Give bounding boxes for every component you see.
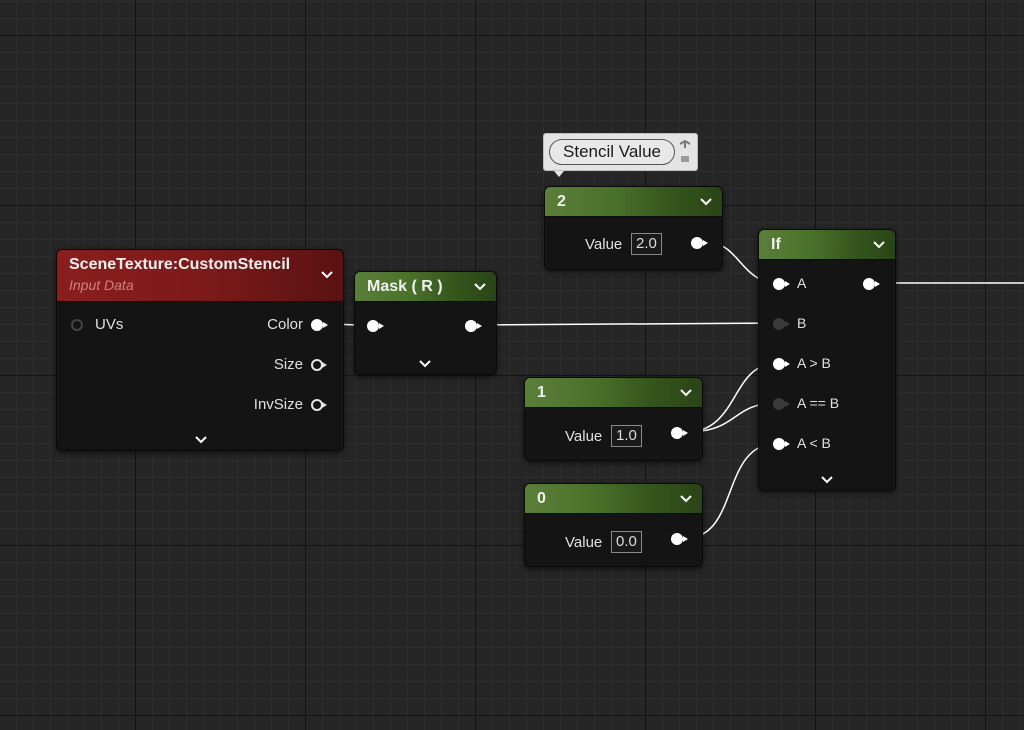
constant-1-node[interactable]: 1 Value 1.0 — [524, 377, 703, 461]
if-altb-input-pin[interactable] — [773, 438, 790, 450]
scene-texture-header[interactable]: SceneTexture:CustomStencil Input Data — [57, 250, 343, 302]
mask-title: Mask ( R ) — [367, 277, 443, 295]
constant-1-header[interactable]: 1 — [525, 378, 702, 408]
if-node[interactable]: If A B A > B A == B A < B — [758, 229, 896, 491]
mask-input-pin[interactable] — [367, 320, 384, 332]
parameter-name-tooltip: Stencil Value — [543, 133, 698, 177]
value-label: Value — [565, 428, 603, 445]
mask-output-pin[interactable] — [465, 320, 482, 332]
chevron-down-icon[interactable] — [321, 270, 333, 280]
value-field[interactable]: 2.0 — [631, 233, 662, 255]
if-aeqb-input-pin[interactable] — [773, 398, 790, 410]
value-field[interactable]: 1.0 — [611, 425, 642, 447]
value-label: Value — [585, 236, 623, 253]
tooltip-pointer — [554, 171, 564, 177]
if-agtb-input-pin[interactable] — [773, 358, 790, 370]
value-label: Value — [565, 534, 603, 551]
uvs-label: UVs — [95, 316, 124, 333]
color-label: Color — [267, 316, 303, 333]
constant-2-title: 2 — [557, 192, 566, 210]
expand-chevron-icon[interactable] — [418, 356, 432, 368]
wire-mask-to-if-b — [475, 322, 777, 326]
constant-0-node[interactable]: 0 Value 0.0 — [524, 483, 703, 567]
constant-0-title: 0 — [537, 489, 546, 507]
if-a-input-pin[interactable] — [773, 278, 790, 290]
constant-2-node[interactable]: 2 Value 2.0 — [544, 186, 723, 270]
constant-2-header[interactable]: 2 — [545, 187, 722, 217]
size-output-pin[interactable] — [311, 359, 327, 371]
constant-2-output-pin[interactable] — [691, 237, 708, 249]
color-output-pin[interactable] — [311, 319, 328, 331]
uvs-input-pin[interactable] — [71, 319, 83, 331]
constant-0-header[interactable]: 0 — [525, 484, 702, 514]
size-label: Size — [273, 356, 303, 373]
chevron-down-icon[interactable] — [873, 240, 885, 250]
scene-texture-subtitle: Input Data — [69, 277, 134, 293]
mask-header[interactable]: Mask ( R ) — [355, 272, 496, 302]
constant-1-title: 1 — [537, 383, 546, 401]
chevron-down-icon[interactable] — [700, 197, 712, 207]
chevron-down-icon[interactable] — [474, 282, 486, 292]
mask-node[interactable]: Mask ( R ) — [354, 271, 497, 375]
scene-texture-title: SceneTexture:CustomStencil — [69, 256, 291, 273]
expand-chevron-icon[interactable] — [194, 432, 208, 444]
stencil-value-tag[interactable]: Stencil Value — [549, 139, 675, 165]
if-header[interactable]: If — [759, 230, 895, 260]
if-a-label: A — [797, 275, 807, 291]
if-b-label: B — [797, 315, 807, 331]
chevron-down-icon[interactable] — [680, 494, 692, 504]
if-b-input-pin[interactable] — [773, 318, 790, 330]
chevron-down-icon[interactable] — [680, 388, 692, 398]
pin-icon[interactable] — [678, 138, 692, 166]
invsize-label: InvSize — [253, 396, 303, 413]
if-aeqb-label: A == B — [797, 395, 840, 411]
if-altb-label: A < B — [797, 435, 831, 451]
constant-1-output-pin[interactable] — [671, 427, 688, 439]
if-output-pin[interactable] — [863, 278, 880, 290]
if-title: If — [771, 235, 781, 253]
invsize-output-pin[interactable] — [311, 399, 327, 411]
expand-chevron-icon[interactable] — [820, 472, 834, 484]
scene-texture-node[interactable]: SceneTexture:CustomStencil Input Data UV… — [56, 249, 344, 451]
constant-0-output-pin[interactable] — [671, 533, 688, 545]
value-field[interactable]: 0.0 — [611, 531, 642, 553]
if-agtb-label: A > B — [797, 355, 831, 371]
